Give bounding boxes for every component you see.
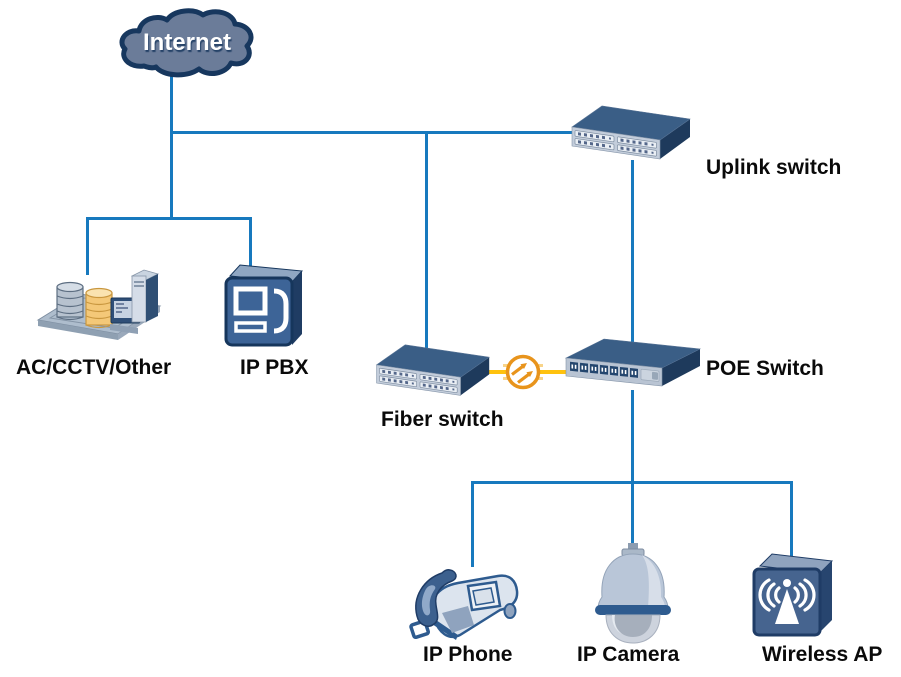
fiber-switch-label: Fiber switch: [381, 408, 504, 431]
uplink-switch-label: Uplink switch: [706, 156, 842, 179]
ip-camera-icon: [595, 543, 671, 644]
link-to-ac-cctv: [86, 217, 89, 275]
ip-pbx-label: IP PBX: [240, 356, 309, 379]
link-to-ip-camera: [631, 481, 634, 553]
link-to-ip-pbx: [249, 217, 252, 267]
ip-phone-icon: [409, 569, 519, 640]
node-poe-switch: [558, 337, 704, 397]
wireless-ap-label: Wireless AP: [762, 643, 883, 666]
poe-switch-label: POE Switch: [706, 357, 824, 380]
node-fiber-switch: [367, 341, 493, 404]
node-ip-camera: [582, 543, 684, 649]
poe-switch-icon: [564, 338, 702, 387]
node-internet: Internet: [116, 5, 258, 83]
fiber-switch-icon: [375, 344, 490, 396]
node-ip-phone: [406, 553, 524, 648]
ip-phone-label: IP Phone: [423, 643, 513, 666]
link-internet-drop: [170, 74, 173, 220]
ip-camera-label: IP Camera: [577, 643, 680, 666]
ac-cctv-other-label: AC/CCTV/Other: [16, 356, 172, 379]
internet-label: Internet: [142, 29, 231, 56]
internet-cloud-icon: [119, 8, 254, 78]
ip-pbx-icon: [224, 264, 304, 347]
node-ip-pbx: [222, 260, 308, 350]
link-top-horizontal: [170, 131, 575, 134]
node-ac-cctv-other: [36, 256, 162, 350]
link-to-ip-phone: [471, 481, 474, 567]
uplink-switch-icon: [571, 105, 691, 160]
fiber-transceiver: [503, 352, 543, 392]
link-branch-horizontal: [86, 217, 252, 220]
link-uplink-to-poe: [631, 160, 634, 348]
link-poe-down: [631, 390, 634, 484]
wireless-ap-icon: [752, 553, 834, 637]
link-to-fiber-switch: [425, 131, 428, 352]
node-wireless-ap: [748, 550, 840, 645]
link-to-wireless-ap: [790, 481, 793, 561]
server-group-icon: [36, 269, 162, 340]
node-uplink-switch: [562, 102, 694, 168]
fiber-transceiver-icon: [503, 354, 543, 390]
